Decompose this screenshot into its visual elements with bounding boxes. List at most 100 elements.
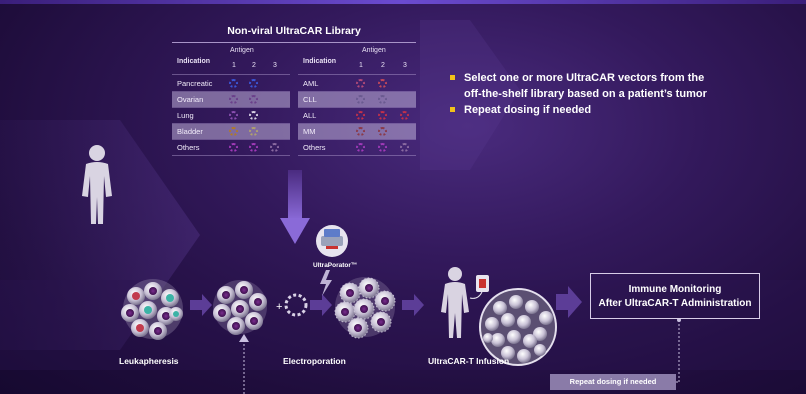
indication-cell: CLL [303, 95, 317, 104]
left-header-rule [172, 74, 290, 75]
row-divider [172, 107, 290, 108]
antigen-vector-ring-icon [356, 127, 365, 136]
antigen-vector-ring-icon [378, 111, 387, 120]
antigen-vector-ring-icon [400, 143, 409, 152]
row-divider [298, 123, 416, 124]
table-row: Ovarian [172, 92, 290, 107]
patient-infusion-icon [441, 267, 469, 338]
plus-sign: + [276, 301, 282, 313]
right-antigen-header: Antigen [362, 47, 386, 54]
antigen-vector-ring-icon [400, 111, 409, 120]
electroporated-cells-icon [334, 277, 396, 339]
bullet-1-line-2: off-the-shelf library based on a patient… [464, 88, 707, 100]
indication-cell: Ovarian [177, 95, 204, 104]
antigen-vector-ring-icon [249, 79, 258, 88]
row-divider [172, 155, 290, 156]
table-row: Lung [172, 108, 290, 123]
dna-vector-icon [284, 293, 308, 317]
leukapheresis-cells-icon [121, 279, 183, 340]
antigen-vector-ring-icon [378, 95, 387, 104]
immune-line-2: After UltraCAR-T Administration [598, 298, 752, 309]
repeat-dosing-badge: Repeat dosing if needed [550, 374, 676, 390]
right-antigen-col-1: 1 [359, 62, 363, 69]
antigen-vector-ring-icon [356, 79, 365, 88]
table-row: MM [298, 124, 416, 139]
patient-figure-icon [82, 145, 112, 224]
table-row: AML [298, 76, 416, 91]
antigen-vector-ring-icon [356, 111, 365, 120]
up-arrowhead-icon [239, 334, 249, 342]
indication-cell: MM [303, 127, 316, 136]
antigen-vector-ring-icon [229, 127, 238, 136]
table-row: ALL [298, 108, 416, 123]
immune-monitoring-box: Immune Monitoring After UltraCAR-T Admin… [590, 273, 760, 319]
row-divider [172, 91, 290, 92]
antigen-vector-ring-icon [378, 127, 387, 136]
row-divider [298, 107, 416, 108]
row-divider [298, 139, 416, 140]
table-row: Others [298, 140, 416, 155]
antigen-vector-ring-icon [249, 143, 258, 152]
antigen-vector-ring-icon [378, 79, 387, 88]
library-title: Non-viral UltraCAR Library [227, 25, 361, 37]
library-title-rule [172, 42, 416, 43]
left-antigen-col-3: 3 [273, 62, 277, 69]
table-row: Others [172, 140, 290, 155]
antigen-vector-ring-icon [270, 143, 279, 152]
dotted-connectors [243, 320, 680, 394]
bullet-1-line-1: Select one or more UltraCAR vectors from… [464, 72, 705, 84]
table-row: CLL [298, 92, 416, 107]
indication-cell: Others [177, 143, 200, 152]
antigen-vector-ring-icon [229, 143, 238, 152]
row-divider [298, 91, 416, 92]
immune-line-1: Immune Monitoring [628, 284, 722, 295]
right-header-rule [298, 74, 416, 75]
bullet-marker [450, 75, 455, 80]
infusion-label: UltraCAR-T Infusion [428, 356, 510, 366]
indication-cell: AML [303, 79, 319, 88]
iv-bag-icon [469, 275, 489, 299]
left-antigen-col-1: 1 [232, 62, 236, 69]
connector-dot [677, 318, 681, 322]
indication-cell: ALL [303, 111, 317, 120]
bullet-marker [450, 107, 455, 112]
bullet-item: Select one or more UltraCAR vectors from… [450, 70, 707, 102]
leukapheresis-label: Leukapheresis [119, 356, 179, 366]
antigen-vector-ring-icon [249, 127, 258, 136]
process-arrows [190, 286, 582, 318]
indication-cell: Bladder [177, 127, 203, 136]
down-arrow-icon [280, 170, 310, 244]
antigen-vector-ring-icon [249, 95, 258, 104]
row-divider [172, 139, 290, 140]
indication-cell: Pancreatic [177, 79, 213, 88]
bullet-item: Repeat dosing if needed [450, 102, 707, 118]
row-divider [298, 155, 416, 156]
instruction-bullets: Select one or more UltraCAR vectors from… [450, 70, 707, 118]
electroporation-label: Electroporation [283, 356, 346, 366]
antigen-vector-ring-icon [229, 79, 238, 88]
right-antigen-col-2: 2 [381, 62, 385, 69]
left-antigen-header: Antigen [230, 47, 254, 54]
row-divider [172, 123, 290, 124]
indication-cell: Lung [177, 111, 194, 120]
bullet-2-text: Repeat dosing if needed [464, 104, 592, 116]
antigen-vector-ring-icon [356, 143, 365, 152]
antigen-vector-ring-icon [356, 95, 365, 104]
right-indication-header: Indication [303, 58, 337, 65]
t-cells-icon [213, 280, 267, 335]
table-row: Bladder [172, 124, 290, 139]
antigen-vector-ring-icon [229, 111, 238, 120]
antigen-vector-ring-icon [249, 111, 258, 120]
antigen-vector-ring-icon [378, 143, 387, 152]
ultracar-t-cells-icon [479, 288, 557, 366]
right-antigen-col-3: 3 [403, 62, 407, 69]
left-indication-header: Indication [177, 58, 211, 65]
lightning-bolt-icon [320, 270, 332, 296]
left-antigen-col-2: 2 [252, 62, 256, 69]
top-accent-bar [0, 0, 806, 4]
ultraporator-device-icon [316, 225, 348, 257]
antigen-vector-ring-icon [229, 95, 238, 104]
ultraporator-label: UltraPorator™ [313, 262, 358, 269]
